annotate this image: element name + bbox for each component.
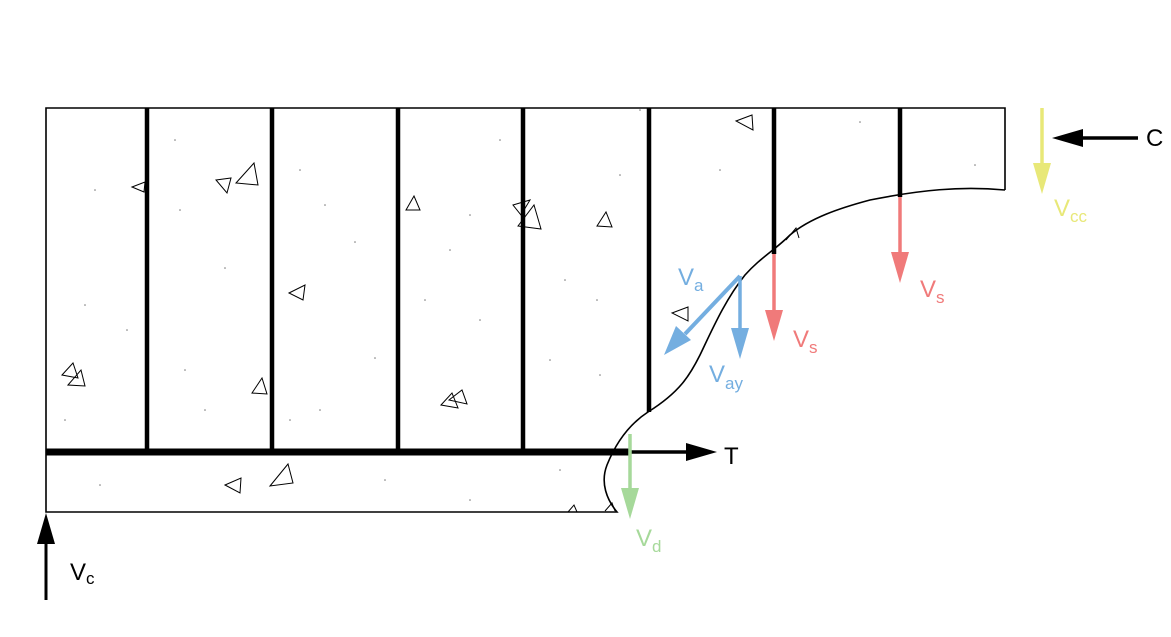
aggregate	[785, 226, 800, 241]
aggregate	[604, 502, 616, 512]
aggregate	[130, 181, 146, 193]
aggregate	[66, 368, 86, 387]
aggregate	[251, 376, 268, 395]
aggregate	[734, 114, 754, 131]
aggregate-vertical-arrow	[731, 276, 749, 359]
aggregate	[512, 199, 532, 216]
aggregate	[440, 392, 459, 409]
aggregate-interlock-arrow	[664, 274, 742, 355]
aggregate	[287, 284, 306, 301]
tension-label: T	[724, 443, 739, 470]
compression-zone-shear-label: Vcc	[1054, 195, 1088, 226]
stirrups	[144, 108, 903, 452]
compression-label: C	[1146, 125, 1163, 152]
aggregate-pattern	[61, 114, 800, 513]
aggregate	[567, 504, 578, 513]
aggregate	[215, 177, 232, 195]
aggregate	[234, 161, 259, 186]
aggregate	[447, 389, 468, 405]
aggregate	[61, 362, 79, 379]
dowel-action-label: Vd	[636, 525, 661, 556]
aggregate	[596, 210, 613, 228]
beam-outline	[45, 107, 1006, 513]
aggregate	[268, 462, 294, 487]
concrete-speckle	[64, 109, 976, 501]
stirrup-shear-label: Vs	[793, 326, 818, 357]
support-shear-arrow	[37, 513, 55, 600]
aggregate	[517, 203, 542, 230]
aggregate	[670, 306, 689, 322]
aggregate-interlock-label: Va	[678, 264, 704, 295]
tension-force-arrow	[630, 443, 717, 461]
dowel-action-arrow	[621, 434, 639, 519]
aggregate	[405, 194, 421, 211]
compression-force-arrow	[1052, 129, 1138, 147]
aggregate-vertical-label: Vay	[709, 361, 743, 393]
stirrup-shear-label: Vs	[920, 276, 945, 307]
compression-zone-shear-arrow	[1033, 108, 1051, 194]
beam-segment-outline	[45, 107, 1006, 513]
stirrup-shear-arrow	[765, 254, 783, 341]
aggregate	[223, 477, 242, 494]
support-shear-label: Vc	[70, 559, 95, 588]
stirrup-shear-arrow	[891, 197, 909, 283]
